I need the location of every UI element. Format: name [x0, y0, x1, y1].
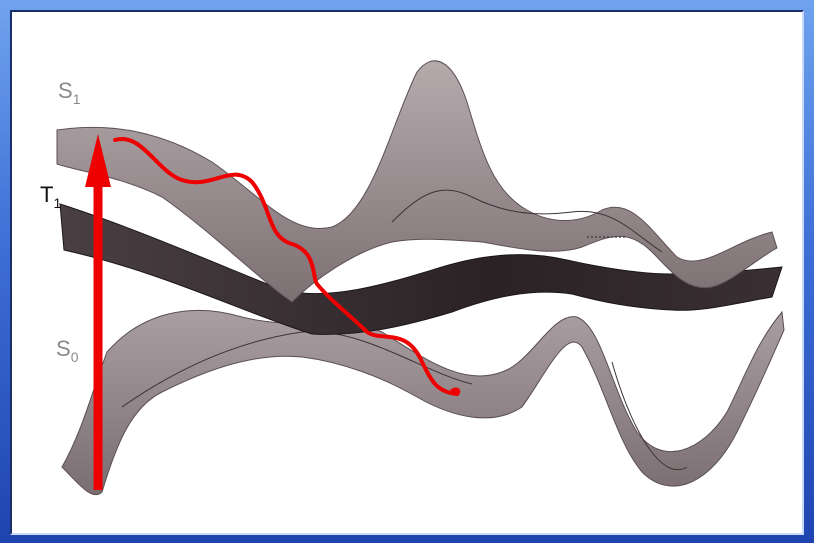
energy-surfaces-drawing	[12, 12, 804, 535]
s1-label: S1	[58, 80, 80, 106]
t1-label: T1	[40, 184, 61, 210]
diagram-panel: S1 T1 S0	[10, 10, 804, 535]
s0-surface	[62, 310, 784, 494]
s0-label: S0	[56, 338, 78, 364]
